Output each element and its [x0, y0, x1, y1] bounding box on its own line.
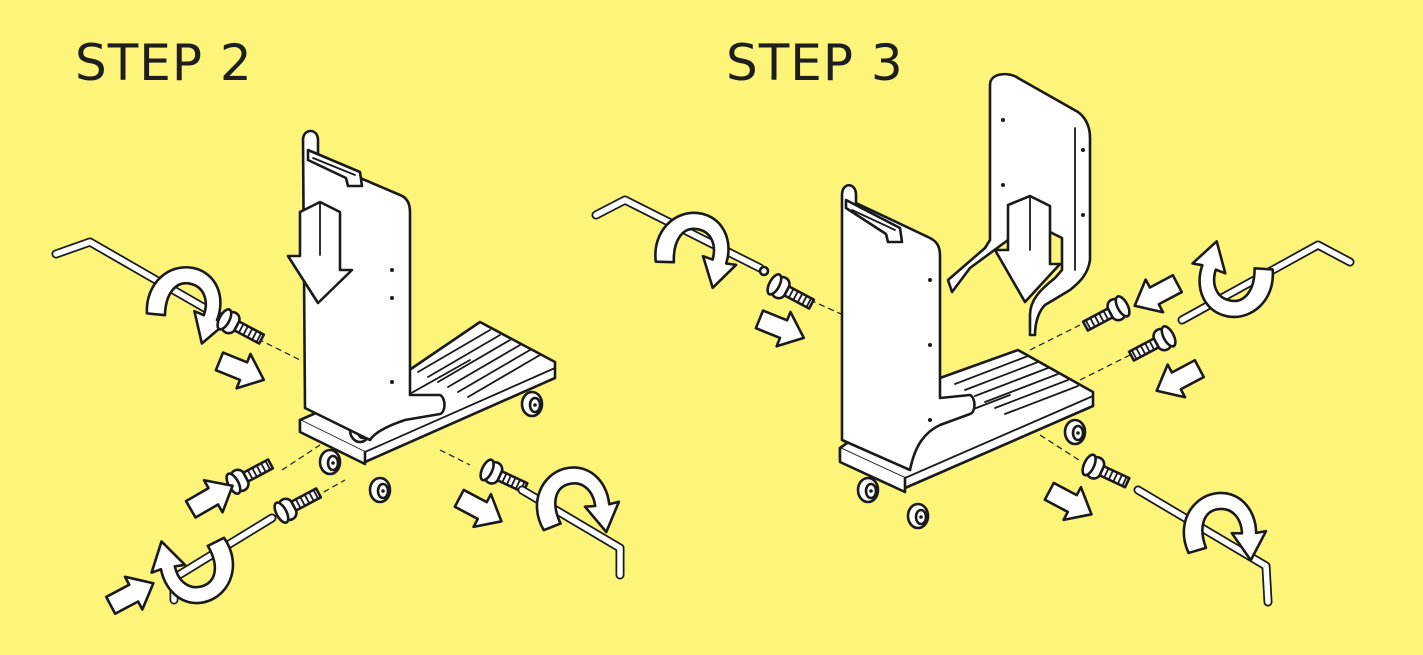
push-arrow-icon — [1124, 266, 1188, 324]
bolt-icon — [1079, 293, 1134, 338]
bolt-icon — [213, 306, 268, 351]
step-2-title: STEP 2 — [75, 34, 253, 92]
hex-key-icon — [1177, 240, 1355, 325]
push-down-arrow-icon — [993, 194, 1062, 304]
bolt-icon — [1125, 323, 1180, 368]
rotate-arrow-icon — [526, 455, 627, 550]
push-arrow-icon — [1039, 473, 1102, 532]
hex-key-icon — [1133, 485, 1273, 607]
step-3-title: STEP 3 — [726, 34, 904, 92]
hex-key-icon — [591, 195, 770, 277]
upright-panel — [840, 183, 976, 472]
push-arrow-icon — [1146, 351, 1210, 409]
bolt-icon — [1078, 451, 1134, 494]
step-3-illustration — [591, 72, 1355, 607]
push-arrow-icon — [751, 300, 813, 356]
bolt-icon — [270, 481, 325, 526]
push-arrow-icon — [449, 480, 512, 539]
upright-panel — [301, 129, 446, 442]
push-arrow-icon — [100, 565, 164, 623]
bolt-icon — [763, 271, 818, 316]
push-arrow-icon — [211, 342, 273, 398]
step-2-illustration — [51, 129, 627, 623]
